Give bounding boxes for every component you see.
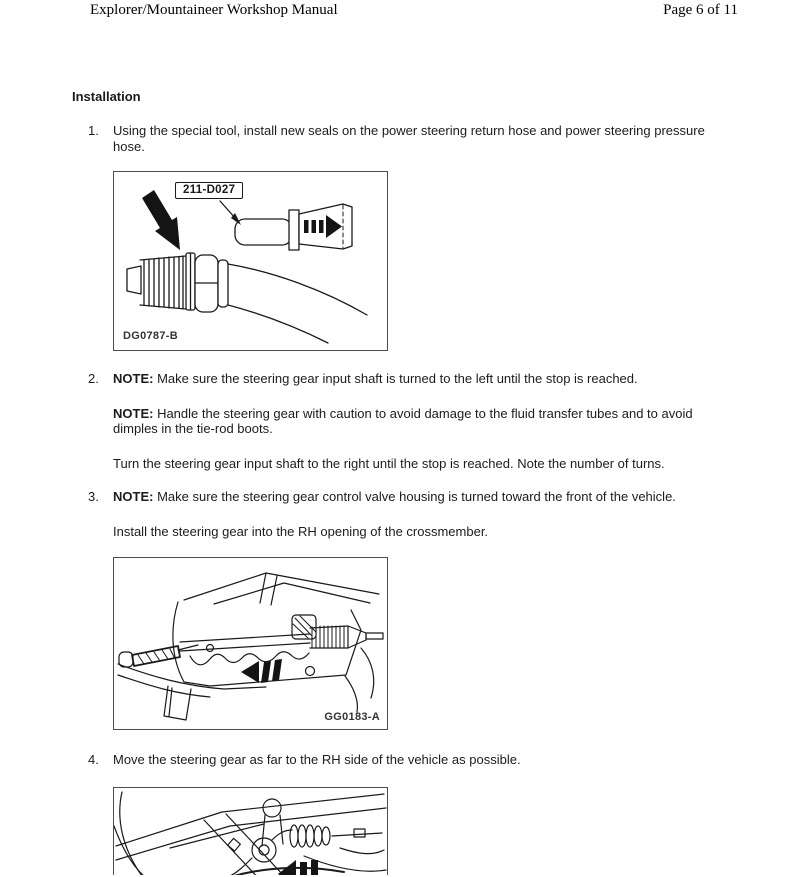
section-heading: Installation <box>72 89 141 104</box>
mount-bracket-drawing <box>203 797 284 875</box>
figure-gear-position <box>113 786 388 875</box>
gear-housing-drawing <box>230 823 383 875</box>
step-1: 1. Using the special tool, install new s… <box>88 123 802 154</box>
step-2: 2. NOTE: Make sure the steering gear inp… <box>88 371 802 471</box>
note-label: NOTE: <box>113 405 154 421</box>
move-direction-arrow-icon <box>241 659 282 683</box>
figure-gear-install: GG0183-A <box>113 557 388 730</box>
hood-edge-lines <box>115 792 387 861</box>
hose-fitting-drawing <box>126 252 368 344</box>
note-label: NOTE: <box>113 489 154 504</box>
step-4-text: Move the steering gear as far to the RH … <box>113 752 521 767</box>
steering-gear-drawing <box>179 614 384 652</box>
page-number: Page 6 of 11 <box>663 2 738 18</box>
step-3-body: NOTE: Make sure the steering gear contro… <box>113 489 740 539</box>
tool-callout-label: 211-D027 <box>175 182 244 199</box>
crossmember-drawing <box>172 601 362 687</box>
figure-code: DG0787-B <box>123 330 178 342</box>
step-2-note-1: NOTE: Make sure the steering gear input … <box>113 371 740 387</box>
step-3-number: 3. <box>88 489 99 504</box>
page-header: Explorer/Mountaineer Workshop Manual Pag… <box>0 0 802 19</box>
figure-code: GG0183-A <box>324 711 380 723</box>
step-3-text: Install the steering gear into the RH op… <box>113 523 489 539</box>
seal-tool-drawing <box>126 190 368 344</box>
fender-lines <box>114 790 144 875</box>
note-label: NOTE: <box>113 371 154 386</box>
gear-install-drawing <box>117 572 384 721</box>
step-1-text: Using the special tool, install new seal… <box>113 123 705 154</box>
step-2-body: NOTE: Make sure the steering gear input … <box>113 371 740 471</box>
step-4-body: Move the steering gear as far to the RH … <box>113 752 740 768</box>
push-direction-arrow-icon <box>304 215 342 238</box>
step-4-number: 4. <box>88 752 99 767</box>
installer-tool-drawing <box>234 203 353 251</box>
step-1-body: Using the special tool, install new seal… <box>113 123 740 154</box>
note-text: Handle the steering gear with caution to… <box>113 405 693 437</box>
tie-rod-drawing <box>118 644 199 668</box>
body-panel-lines <box>344 647 375 713</box>
note-text: Make sure the steering gear control valv… <box>153 489 676 504</box>
move-direction-arrow-icon <box>278 859 318 875</box>
step-2-number: 2. <box>88 371 99 386</box>
note-text: Make sure the steering gear input shaft … <box>153 371 638 386</box>
engine-lines <box>233 846 387 875</box>
frame-rail-lines <box>183 572 380 606</box>
seal-pointer-arrow-icon <box>142 190 180 250</box>
document-title: Explorer/Mountaineer Workshop Manual <box>90 2 338 18</box>
step-4: 4. Move the steering gear as far to the … <box>88 752 802 768</box>
step-3: 3. NOTE: Make sure the steering gear con… <box>88 489 802 539</box>
step-2-note-2: NOTE: Handle the steering gear with caut… <box>113 406 740 437</box>
figure-seal-tool: 211-D027 DG0787-B <box>113 171 388 351</box>
step-1-number: 1. <box>88 123 99 138</box>
gear-position-drawing <box>114 790 387 875</box>
step-2-text: Turn the steering gear input shaft to th… <box>113 455 665 471</box>
control-arm-drawing <box>117 663 267 721</box>
step-3-note: NOTE: Make sure the steering gear contro… <box>113 489 740 505</box>
